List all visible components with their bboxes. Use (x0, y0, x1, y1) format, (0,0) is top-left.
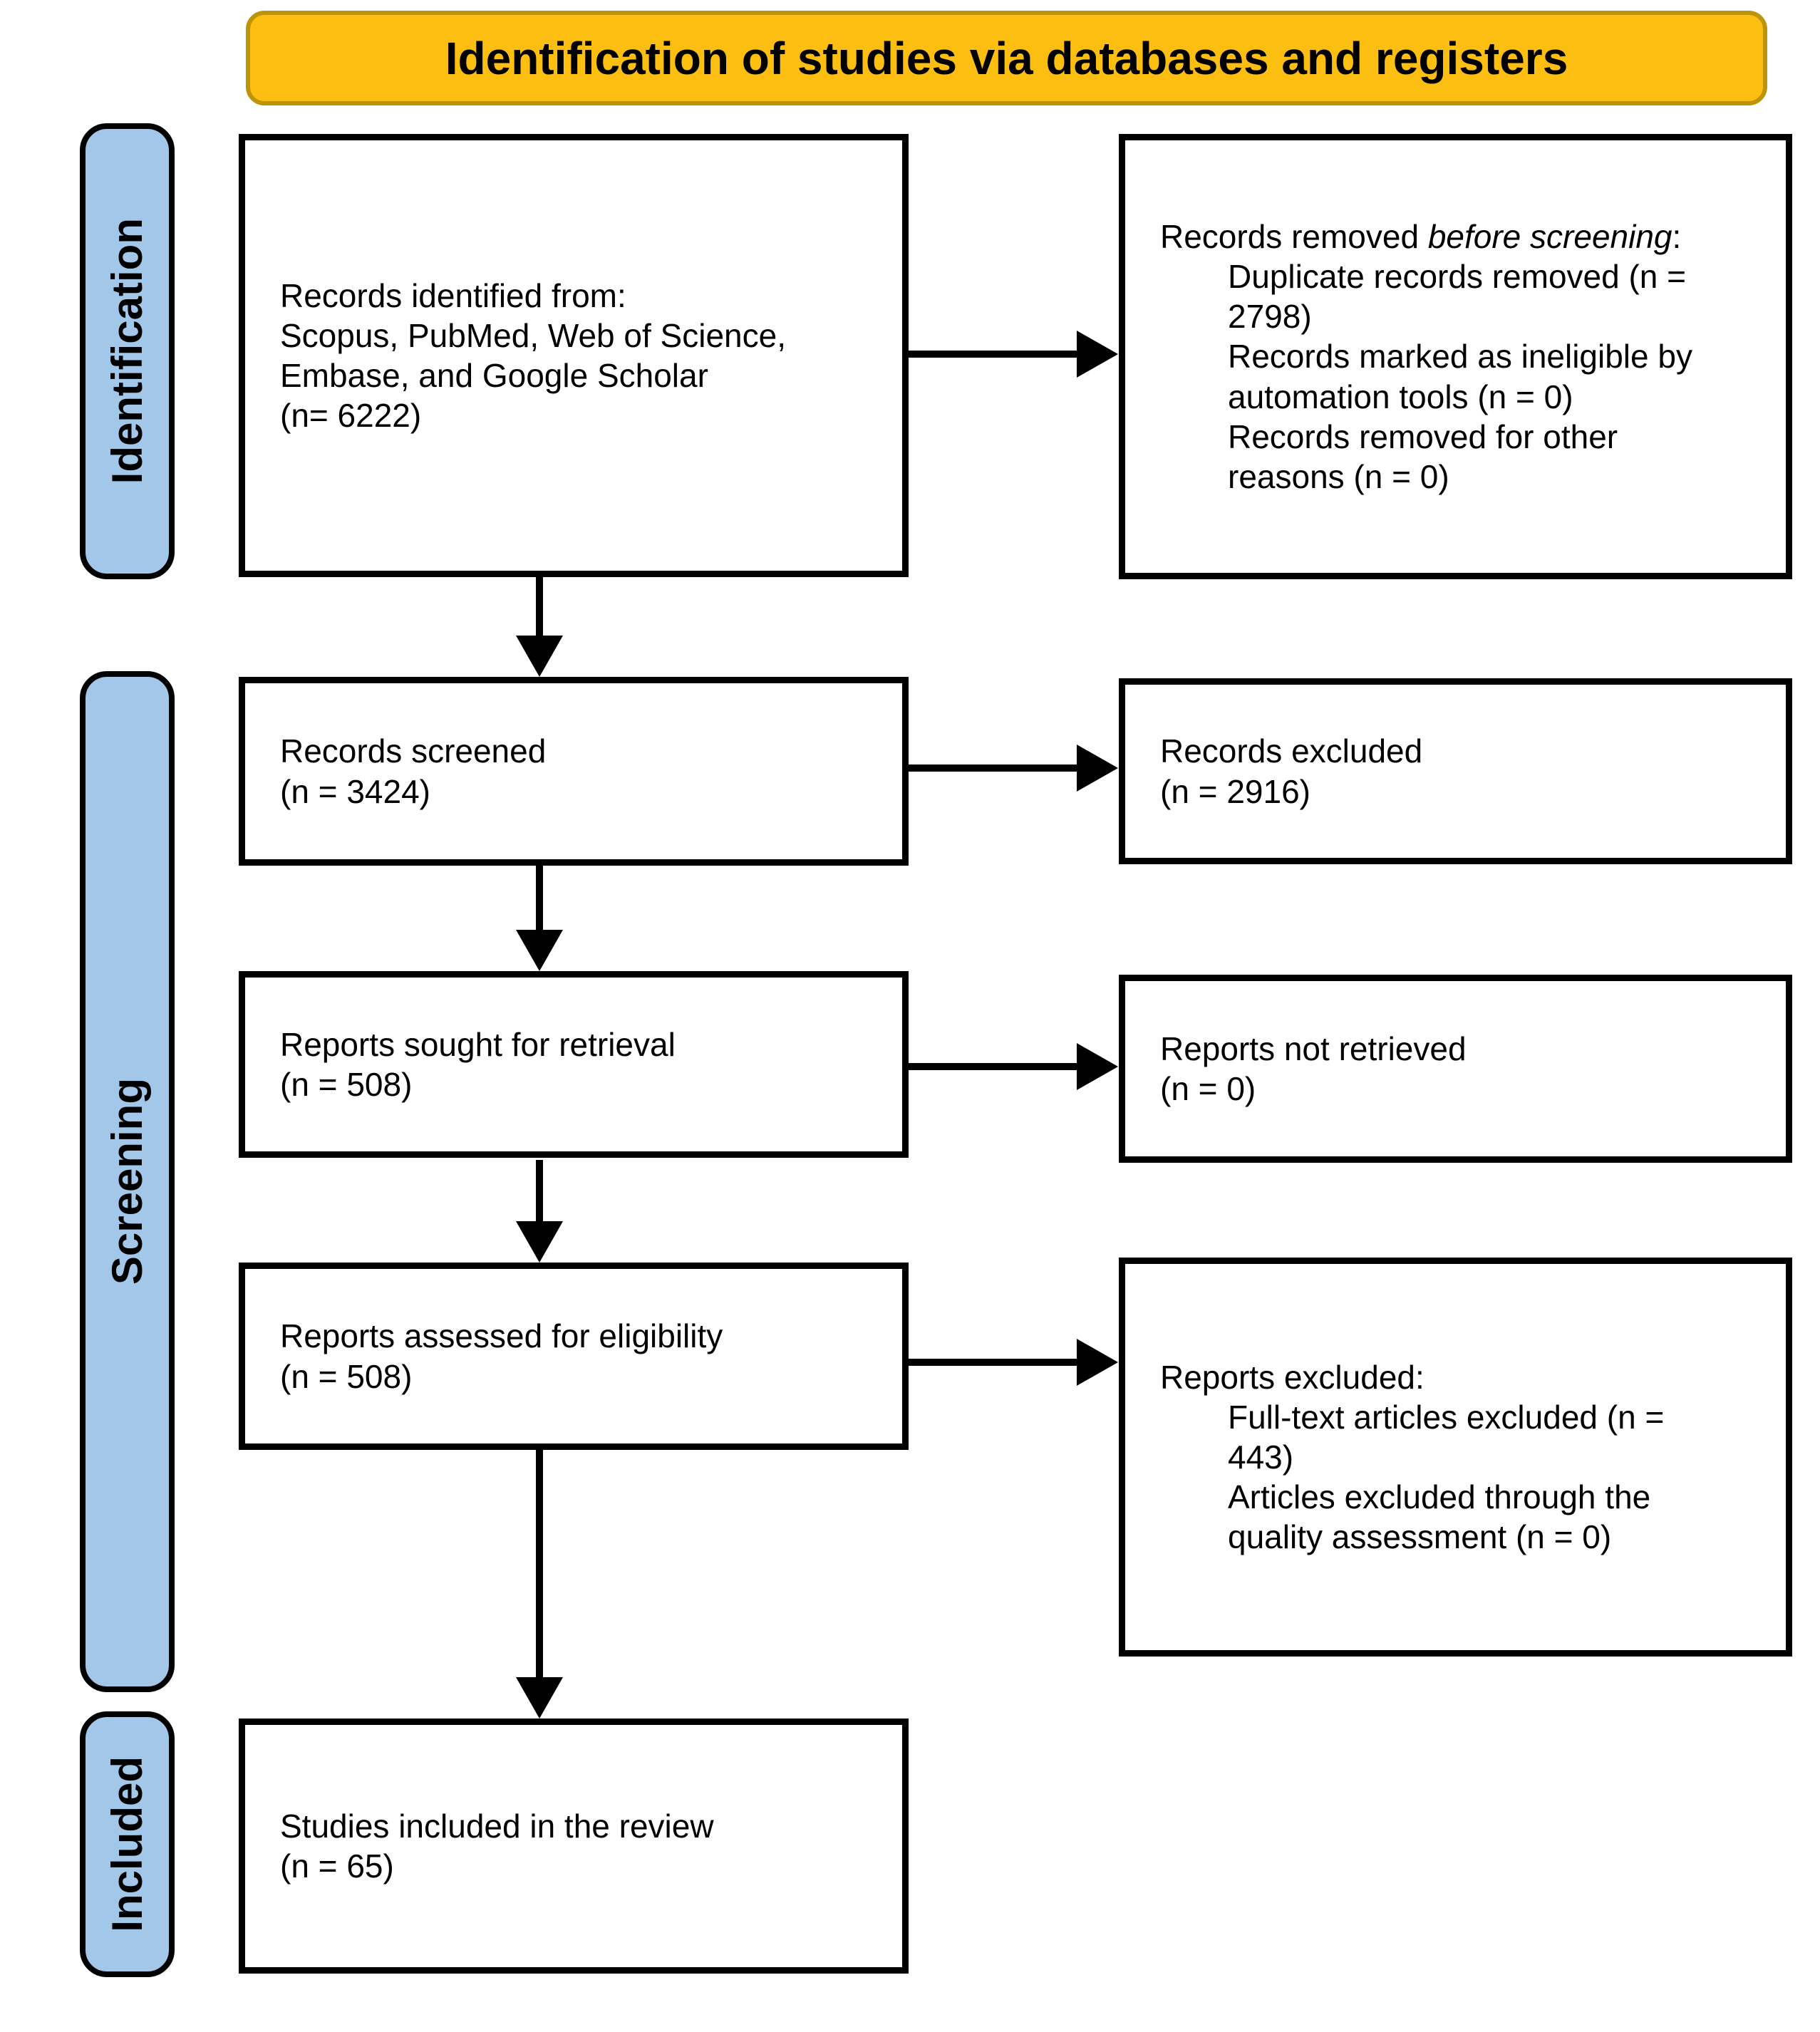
records-identified-count: (n= 6222) (280, 397, 422, 435)
reports-excluded-title: Reports excluded: (1160, 1358, 1425, 1396)
studies-included-box: Studies included in the review (n = 65) (239, 1719, 909, 1974)
arrow-screened-to-sought (536, 866, 543, 932)
reports-assessed-count: (n = 508) (280, 1357, 413, 1395)
records-removed-item: Duplicate records removed (n = 2798) (1228, 258, 1687, 336)
records-identified-line: Embase, and Google Scholar (280, 357, 708, 394)
arrowhead-down-icon (516, 636, 563, 677)
reports-assessed-box: Reports assessed for eligibility (n = 50… (239, 1263, 909, 1450)
records-excluded-count: (n = 2916) (1160, 772, 1310, 810)
arrowhead-down-icon (516, 930, 563, 971)
stage-label-included: Included (103, 1756, 151, 1932)
records-identified-line: Scopus, PubMed, Web of Science, (280, 316, 786, 354)
records-excluded-label: Records excluded (1160, 732, 1423, 770)
reports-excluded-box: Reports excluded: Full-text articles exc… (1119, 1258, 1792, 1657)
studies-included-label: Studies included in the review (280, 1807, 714, 1845)
reports-not-retrieved-count: (n = 0) (1160, 1070, 1256, 1107)
stage-bar-included: Included (80, 1711, 175, 1977)
records-removed-box: Records removed before screening: Duplic… (1119, 134, 1792, 579)
reports-sought-count: (n = 508) (280, 1066, 413, 1103)
reports-not-retrieved-label: Reports not retrieved (1160, 1030, 1467, 1067)
records-removed-title-text: Records removed (1160, 218, 1428, 256)
records-screened-box: Records screened (n = 3424) (239, 677, 909, 866)
diagram-title: Identification of studies via databases … (445, 32, 1568, 84)
records-removed-item: Records removed for other reasons (n = 0… (1228, 418, 1618, 495)
records-screened-label: Records screened (280, 732, 547, 770)
records-identified-line: Records identified from: (280, 276, 626, 314)
arrow-screened-to-excluded (909, 764, 1077, 772)
stage-label-screening: Screening (103, 1078, 151, 1285)
arrow-assessed-to-included (536, 1450, 543, 1679)
reports-excluded-item: Full-text articles excluded (n = 443) (1228, 1398, 1665, 1476)
arrowhead-right-icon (1077, 331, 1118, 378)
arrow-identified-to-removed (909, 351, 1077, 358)
arrowhead-right-icon (1077, 745, 1118, 792)
diagram-title-banner: Identification of studies via databases … (246, 11, 1767, 105)
records-excluded-box: Records excluded (n = 2916) (1119, 678, 1792, 864)
records-screened-count: (n = 3424) (280, 772, 430, 810)
records-removed-title-italic: before screening (1427, 218, 1672, 256)
arrow-sought-to-assessed (536, 1160, 543, 1223)
reports-sought-box: Reports sought for retrieval (n = 508) (239, 971, 909, 1158)
stage-bar-identification: Identification (80, 123, 175, 579)
arrowhead-down-icon (516, 1677, 563, 1719)
arrowhead-down-icon (516, 1221, 563, 1263)
arrow-assessed-to-reports-excluded (909, 1359, 1077, 1366)
arrowhead-right-icon (1077, 1043, 1118, 1090)
arrowhead-right-icon (1077, 1339, 1118, 1386)
arrow-identified-to-screened (536, 577, 543, 638)
arrow-sought-to-not-retrieved (909, 1063, 1077, 1070)
reports-excluded-item: Articles excluded through the quality as… (1228, 1478, 1651, 1556)
records-removed-item: Records marked as ineligible by automati… (1228, 338, 1692, 415)
stage-label-identification: Identification (103, 218, 151, 484)
studies-included-count: (n = 65) (280, 1847, 394, 1885)
records-removed-title: Records removed before screening: (1160, 217, 1759, 256)
reports-sought-label: Reports sought for retrieval (280, 1025, 676, 1063)
reports-assessed-label: Reports assessed for eligibility (280, 1317, 723, 1355)
reports-not-retrieved-box: Reports not retrieved (n = 0) (1119, 975, 1792, 1163)
records-identified-box: Records identified from: Scopus, PubMed,… (239, 134, 909, 577)
stage-bar-screening: Screening (80, 671, 175, 1692)
records-removed-title-colon: : (1672, 218, 1682, 256)
